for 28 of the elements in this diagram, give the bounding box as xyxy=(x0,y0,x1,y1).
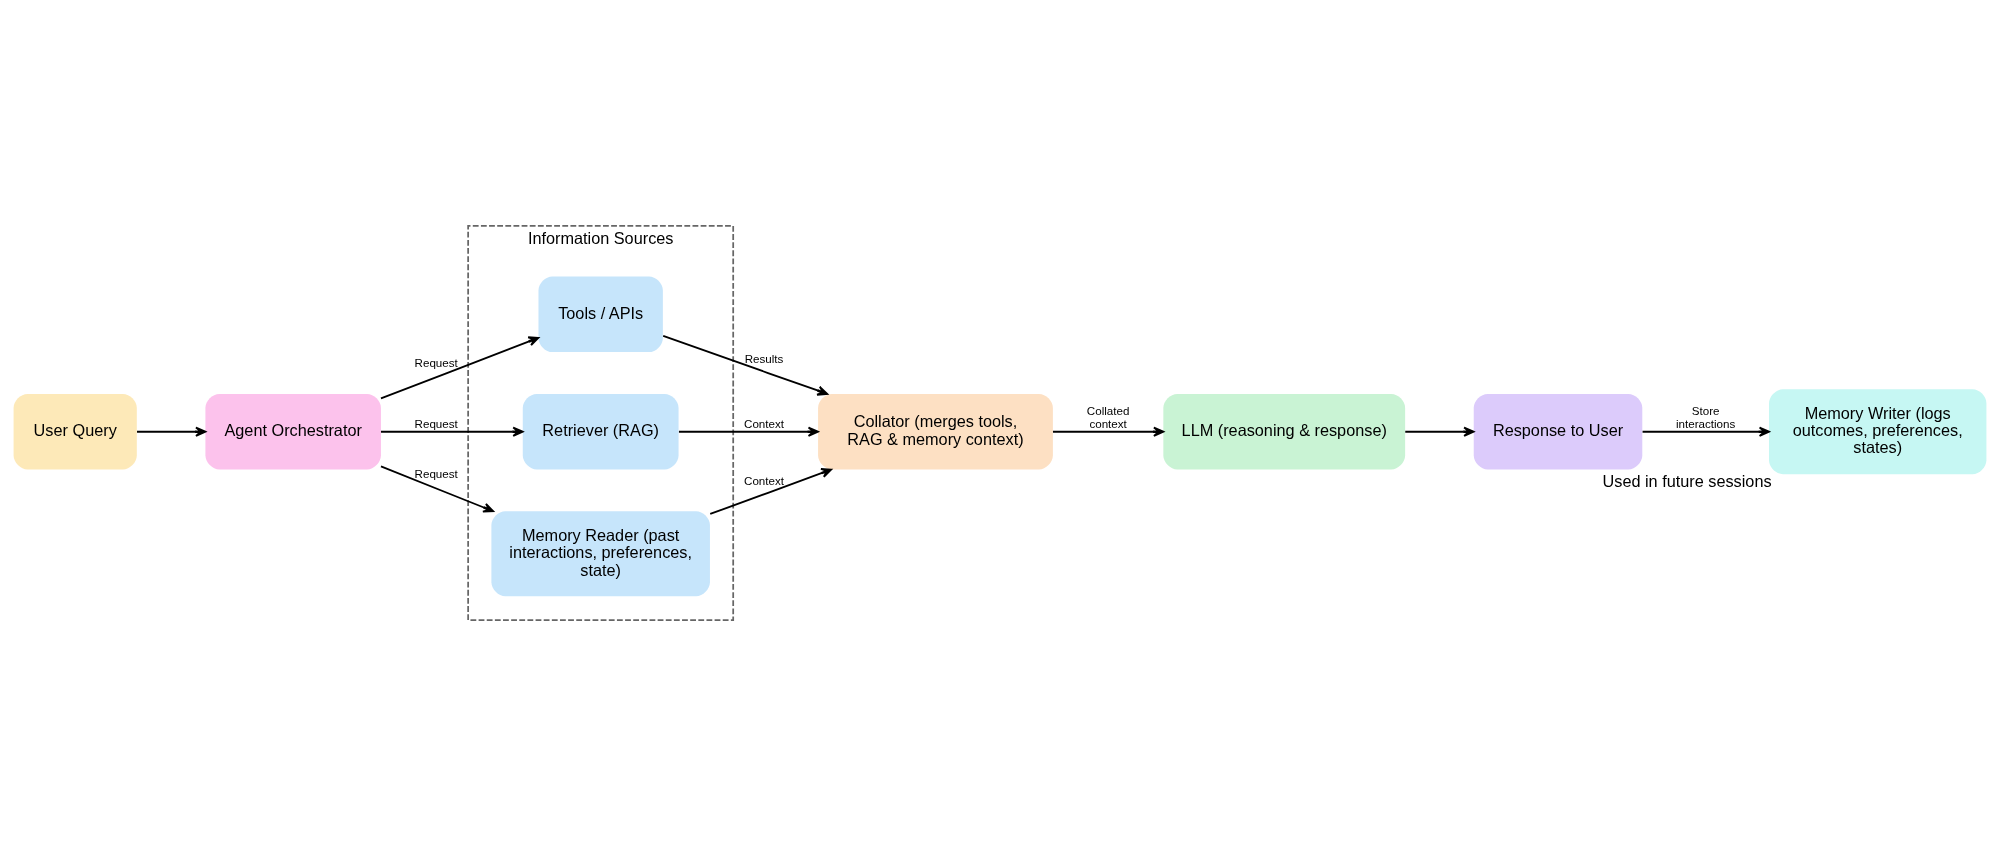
arrow xyxy=(1052,426,1165,437)
edge-label: Request xyxy=(414,467,458,481)
edge-label: Request xyxy=(414,355,458,369)
node-box: Collator (merges tools, RAG & memory context) xyxy=(818,393,1053,470)
arrow xyxy=(136,426,207,437)
arrow xyxy=(380,465,495,513)
edge-label: Results xyxy=(744,352,784,366)
arrow xyxy=(678,426,819,437)
node-box: Memory Writer (logs outcomes, preferences, states) xyxy=(1769,389,1987,475)
arrow xyxy=(662,335,829,396)
arrow xyxy=(380,336,540,400)
edge-label: Collated context xyxy=(1086,404,1130,431)
node-box: Memory Reader (past interactions, preferences, state) xyxy=(491,511,710,597)
arrow xyxy=(1641,426,1770,437)
node-box: User Query xyxy=(13,393,137,470)
node-box: Retriever (RAG) xyxy=(522,393,679,470)
edge-label: Context xyxy=(744,417,785,431)
node-box: Tools / APIs xyxy=(538,276,663,353)
arrow xyxy=(709,467,833,515)
node-box: Response to User xyxy=(1473,393,1643,470)
edge-label: Context xyxy=(744,474,785,488)
node-box: LLM (reasoning & response) xyxy=(1163,393,1406,470)
edge-label: Request xyxy=(414,417,458,431)
node-label: Used in future sessions xyxy=(1602,472,1772,491)
arrow xyxy=(1404,426,1475,437)
arrow xyxy=(380,426,524,437)
edge-label: Store interactions xyxy=(1675,404,1736,431)
node-box: Agent Orchestrator xyxy=(205,393,381,470)
